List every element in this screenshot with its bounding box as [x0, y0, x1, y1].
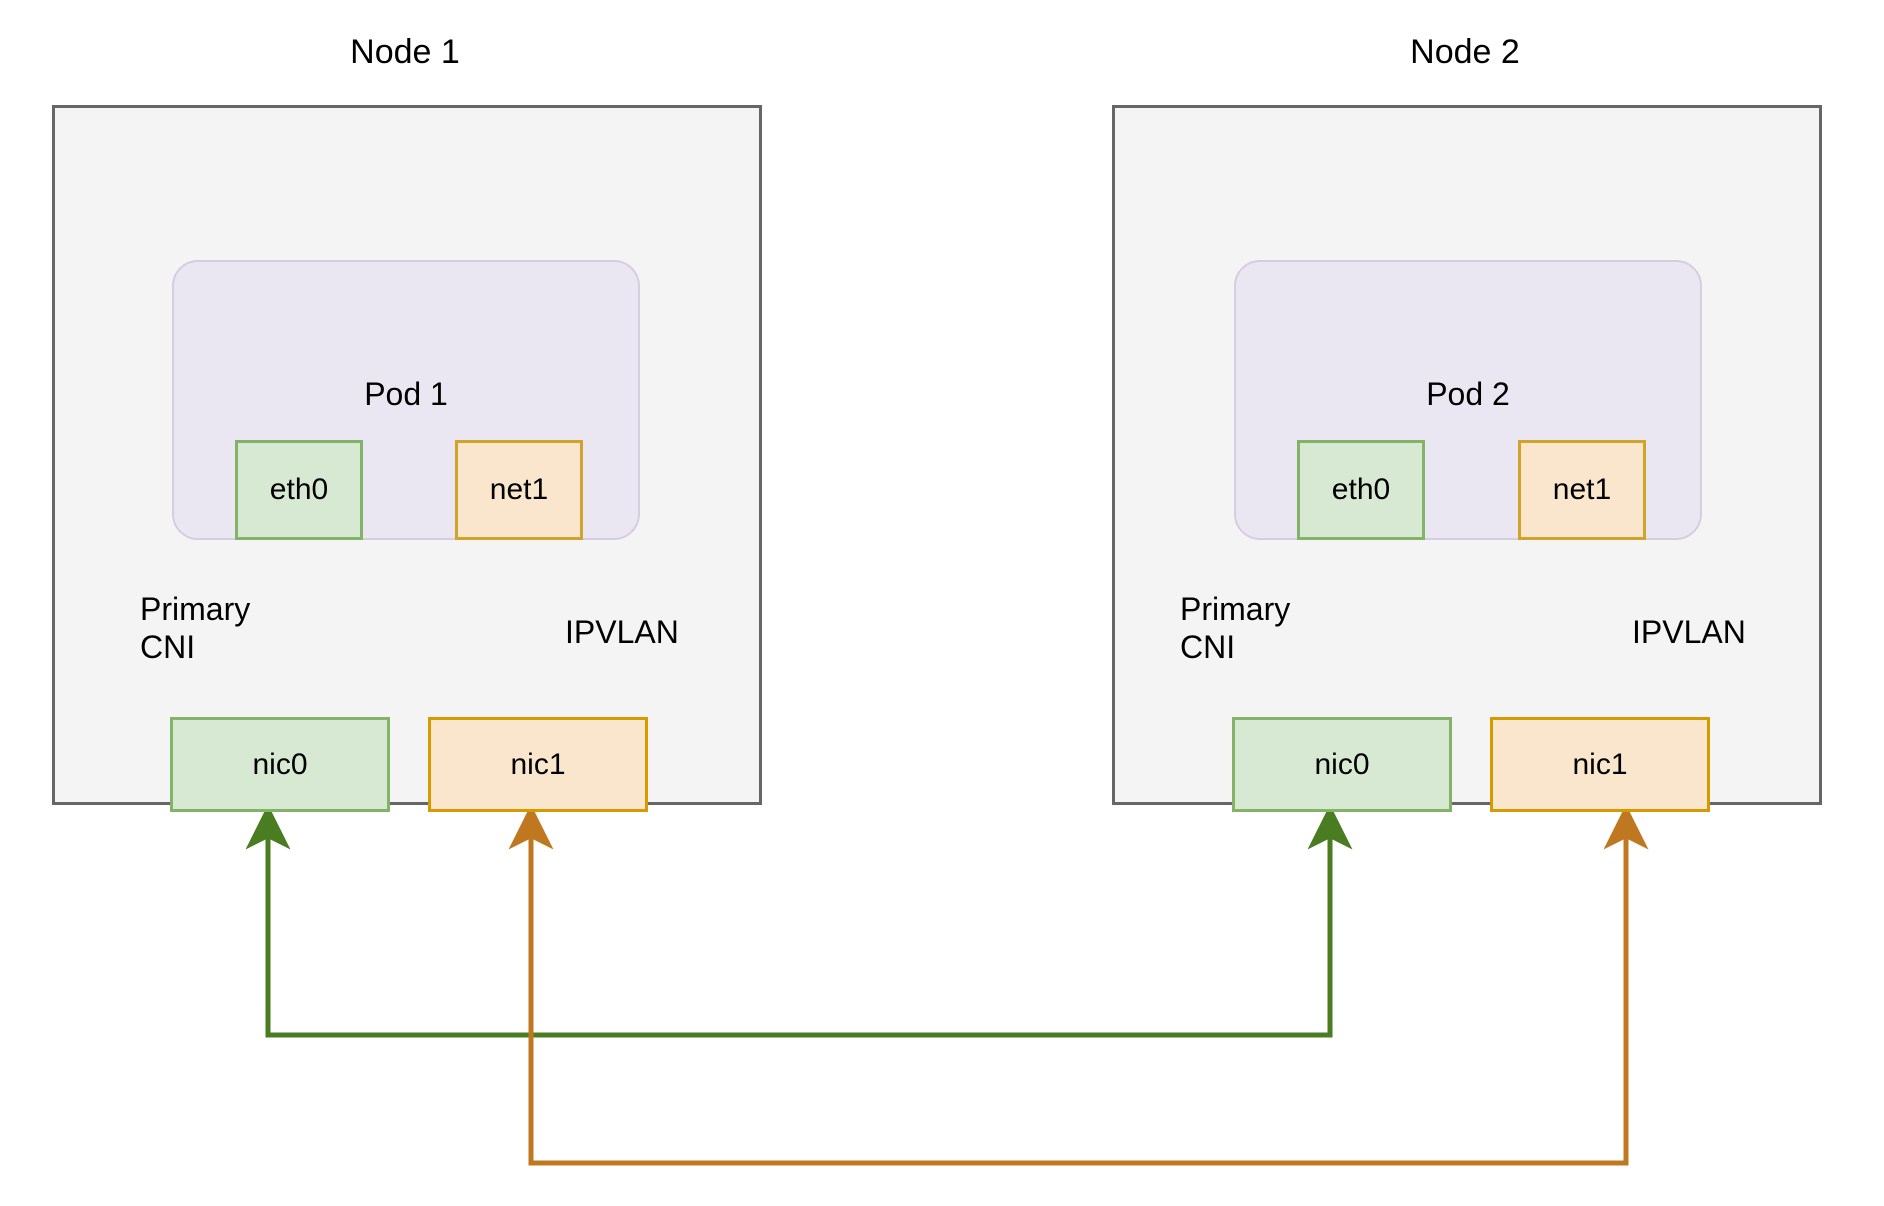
link-nic1-to-nic1	[508, 804, 1649, 1166]
edge-label-node1-primary-cni: Primary CNI	[140, 591, 251, 665]
iface-pod1-eth0[interactable]: eth0	[235, 440, 363, 540]
iface-pod2-eth0[interactable]: eth0	[1297, 440, 1425, 540]
pod-title-pod1: Pod 1	[364, 376, 448, 412]
edge-label-node2-primary-cni: Primary CNI	[1180, 591, 1291, 665]
iface-node1-nic0[interactable]: nic0	[170, 717, 390, 812]
iface-node1-nic1[interactable]: nic1	[428, 717, 648, 812]
edge-label-node1-ipvlan: IPVLAN	[565, 614, 679, 650]
node-title-node2: Node 2	[1410, 33, 1520, 71]
edge-label-node2-ipvlan: IPVLAN	[1632, 614, 1746, 650]
node-container-node1	[52, 105, 762, 805]
iface-pod1-net1[interactable]: net1	[455, 440, 583, 540]
iface-node2-nic1[interactable]: nic1	[1490, 717, 1710, 812]
iface-pod2-net1[interactable]: net1	[1518, 440, 1646, 540]
link-nic0-to-nic0	[245, 804, 1353, 1038]
node-title-node1: Node 1	[350, 33, 460, 71]
pod-title-pod2: Pod 2	[1426, 376, 1510, 412]
iface-node2-nic0[interactable]: nic0	[1232, 717, 1452, 812]
